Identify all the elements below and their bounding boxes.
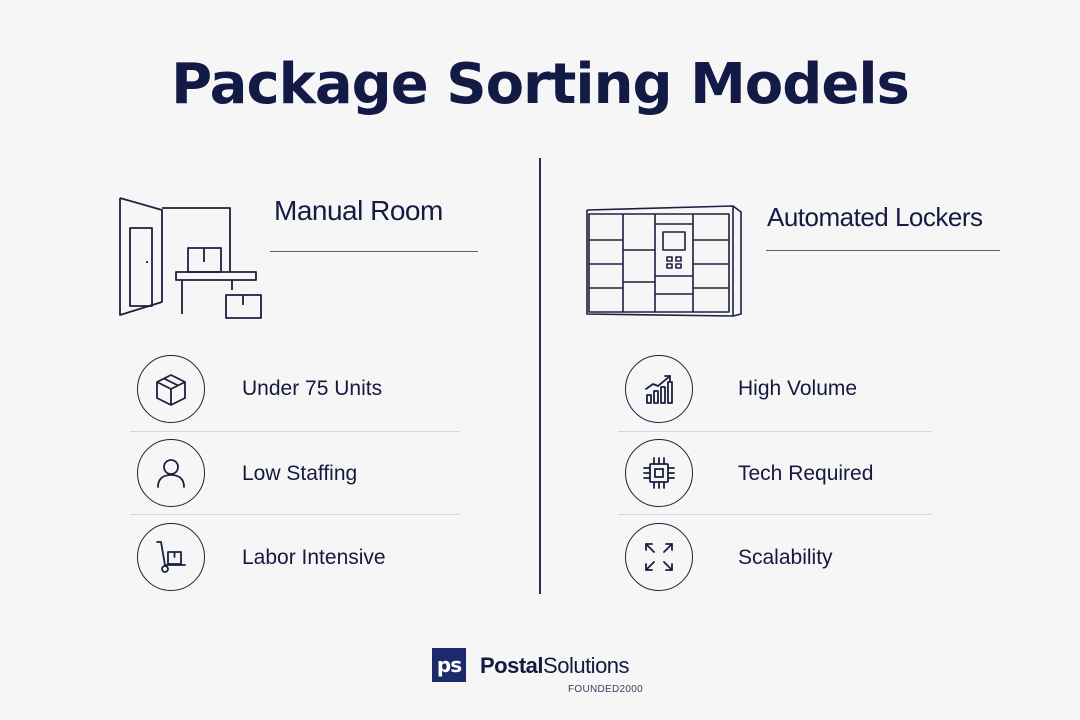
feature-label-low-staffing: Low Staffing (242, 462, 358, 485)
row-divider (130, 431, 460, 432)
feature-label-scalability: Scalability (738, 546, 833, 569)
row-divider (618, 431, 932, 432)
column-divider (539, 158, 541, 594)
mailroom-illustration (119, 197, 262, 319)
feature-label-tech-required: Tech Required (738, 462, 874, 485)
page-title: Package Sorting Models (171, 52, 910, 117)
locker-bank-illustration (586, 205, 742, 317)
row-divider (618, 514, 932, 515)
expand-arrows-icon (625, 523, 693, 591)
automated-lockers-heading: Automated Lockers (767, 202, 983, 232)
feature-label-under-75-units: Under 75 Units (242, 377, 383, 400)
manual-room-heading: Manual Room (274, 195, 443, 226)
row-divider (130, 514, 460, 515)
logo-name-rest: Solutions (543, 653, 630, 678)
chip-icon (625, 439, 693, 507)
box-icon (137, 355, 205, 423)
hand-truck-icon (137, 523, 205, 591)
automated-lockers-heading-rule (766, 250, 1000, 251)
manual-room-heading-rule (270, 251, 478, 252)
logo-tagline: FOUNDED2000 (568, 684, 643, 695)
feature-label-labor-intensive: Labor Intensive (242, 546, 386, 569)
person-icon (137, 439, 205, 507)
growth-chart-icon (625, 355, 693, 423)
logo-name: PostalSolutions (480, 653, 630, 679)
feature-label-high-volume: High Volume (738, 377, 858, 400)
logo-mark: ps (432, 648, 466, 682)
logo-name-bold: Postal (480, 653, 544, 678)
